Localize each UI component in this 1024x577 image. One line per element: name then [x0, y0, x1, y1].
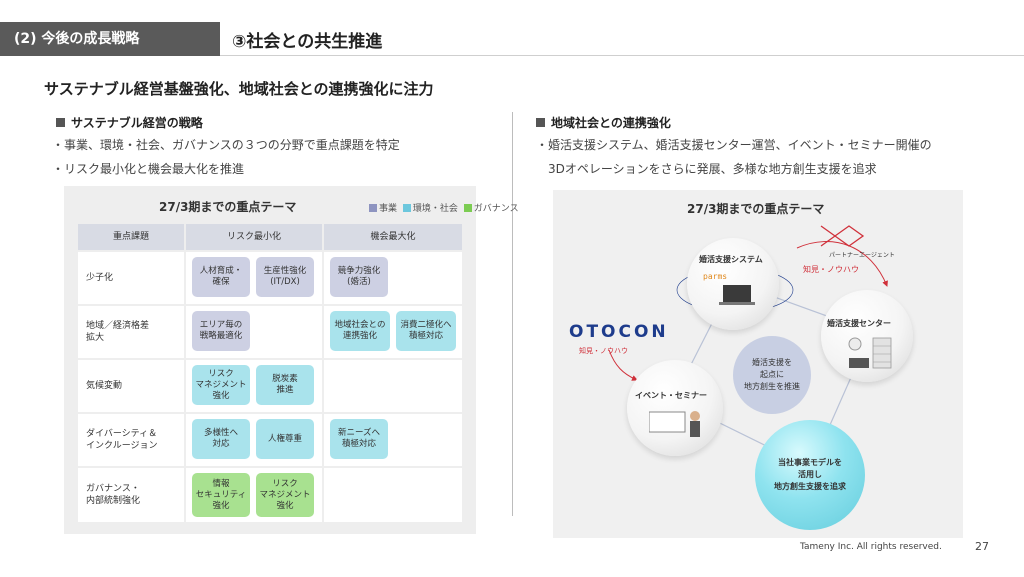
sustainability-themes-panel: 27/3期までの重点テーマ 事業 環境・社会 ガバナンス 重点課題 リスク最小化…: [64, 186, 519, 534]
left-bullet: ・事業、環境・社会、ガバナンスの３つの分野で重点課題を特定: [52, 138, 400, 152]
theme-chip: 人権尊重: [256, 419, 314, 459]
theme-chip: 生産性強化 (IT/DX): [256, 257, 314, 297]
office-icon: [848, 337, 892, 369]
theme-chip: 脱炭素 推進: [256, 365, 314, 405]
opportunity-cell: [324, 468, 462, 522]
theme-chip: 消費二極化へ 積極対応: [396, 311, 456, 351]
legend-swatch-business: [369, 204, 377, 212]
copyright-text: Tameny Inc. All rights reserved.: [800, 542, 942, 552]
matchmaking-system-node: [687, 238, 779, 330]
slide-title: ③社会との共生推進: [232, 32, 383, 52]
slide-headline: サステナブル経営基盤強化、地域社会との連携強化に注力: [44, 80, 434, 98]
theme-chip: 地域社会との 連携強化: [330, 311, 390, 351]
regional-collaboration-panel: 27/3期までの重点テーマ パートナーエージェント 知見・ノウハウ OTOCON…: [553, 190, 963, 538]
seminar-icon: [649, 411, 700, 437]
square-bullet-icon: [56, 118, 65, 127]
row-label: ガバナンス・ 内部統制強化: [78, 468, 184, 522]
header-cell: 機会最大化: [324, 224, 462, 250]
row-label: 地域／経済格差 拡大: [78, 306, 184, 358]
row-label: 気候変動: [78, 360, 184, 412]
partner-agent-text: パートナーエージェント: [829, 252, 895, 259]
header-cell: リスク最小化: [186, 224, 322, 250]
hub-node: 婚活支援を 起点に 地方創生を推進: [733, 336, 811, 414]
otocon-knowhow-label: 知見・ノウハウ: [579, 347, 628, 355]
panel-title: 27/3期までの重点テーマ: [159, 200, 297, 214]
otocon-logo: OTOCON: [569, 322, 669, 342]
right-heading-text: 地域社会との連携強化: [551, 116, 671, 130]
laptop-icon: [719, 285, 755, 305]
page-number: 27: [975, 540, 989, 553]
parms-logo: parms: [703, 272, 728, 281]
themes-table: 重点課題 リスク最小化 機会最大化 少子化 人材育成・ 確保 生産性強化 (IT…: [78, 224, 462, 524]
legend-label: 環境・社会: [412, 204, 458, 214]
row-label: ダイバーシティ＆ インクルージョン: [78, 414, 184, 466]
theme-chip: 人材育成・ 確保: [192, 257, 250, 297]
partner-agent-logo: [820, 225, 865, 247]
theme-chip: エリア毎の 戦略最適化: [192, 311, 250, 351]
panel-title: 27/3期までの重点テーマ: [687, 202, 825, 216]
opportunity-cell: [324, 360, 462, 412]
node-label: 婚活支援センター: [827, 319, 891, 328]
left-heading-text: サステナブル経営の戦略: [71, 116, 203, 130]
node-label: 婚活支援システム: [699, 255, 763, 264]
theme-chip: 多様性へ 対応: [192, 419, 250, 459]
theme-chip: 新ニーズへ 積極対応: [330, 419, 388, 459]
right-heading: 地域社会との連携強化: [536, 114, 671, 131]
legend-label: 事業: [379, 204, 398, 214]
column-divider: [512, 112, 513, 516]
business-model-node: 当社事業モデルを 活用し 地方創生支援を追求: [755, 420, 865, 530]
row-label: 少子化: [78, 252, 184, 304]
theme-chip: 競争力強化 (婚活): [330, 257, 388, 297]
theme-chip: リスク マネジメント 強化: [192, 365, 250, 405]
node-label: イベント・セミナー: [635, 391, 707, 400]
theme-chip: 情報 セキュリティ 強化: [192, 473, 250, 517]
left-heading: サステナブル経営の戦略: [56, 114, 203, 131]
left-bullet: ・リスク最小化と機会最大化を推進: [52, 162, 245, 176]
legend-swatch-governance: [463, 204, 472, 212]
right-bullet: ・婚活支援システム、婚活支援センター運営、イベント・セミナー開催の: [536, 138, 932, 152]
legend: 事業 環境・社会 ガバナンス: [366, 201, 519, 214]
header-cell: 重点課題: [78, 224, 184, 250]
theme-chip: リスク マネジメント 強化: [256, 473, 314, 517]
header-divider: [220, 55, 1024, 56]
partner-knowhow-label: 知見・ノウハウ: [803, 265, 859, 274]
square-bullet-icon: [536, 118, 545, 127]
event-seminar-node: [627, 360, 723, 456]
otocon-arrow: [608, 349, 638, 381]
right-bullet: 3Dオペレーションをさらに発展、多様な地方創生支援を追求: [548, 162, 877, 176]
section-tab: (2) 今後の成長戦略: [0, 22, 220, 56]
legend-swatch-env-social: [402, 204, 411, 212]
legend-label: ガバナンス: [473, 204, 519, 214]
